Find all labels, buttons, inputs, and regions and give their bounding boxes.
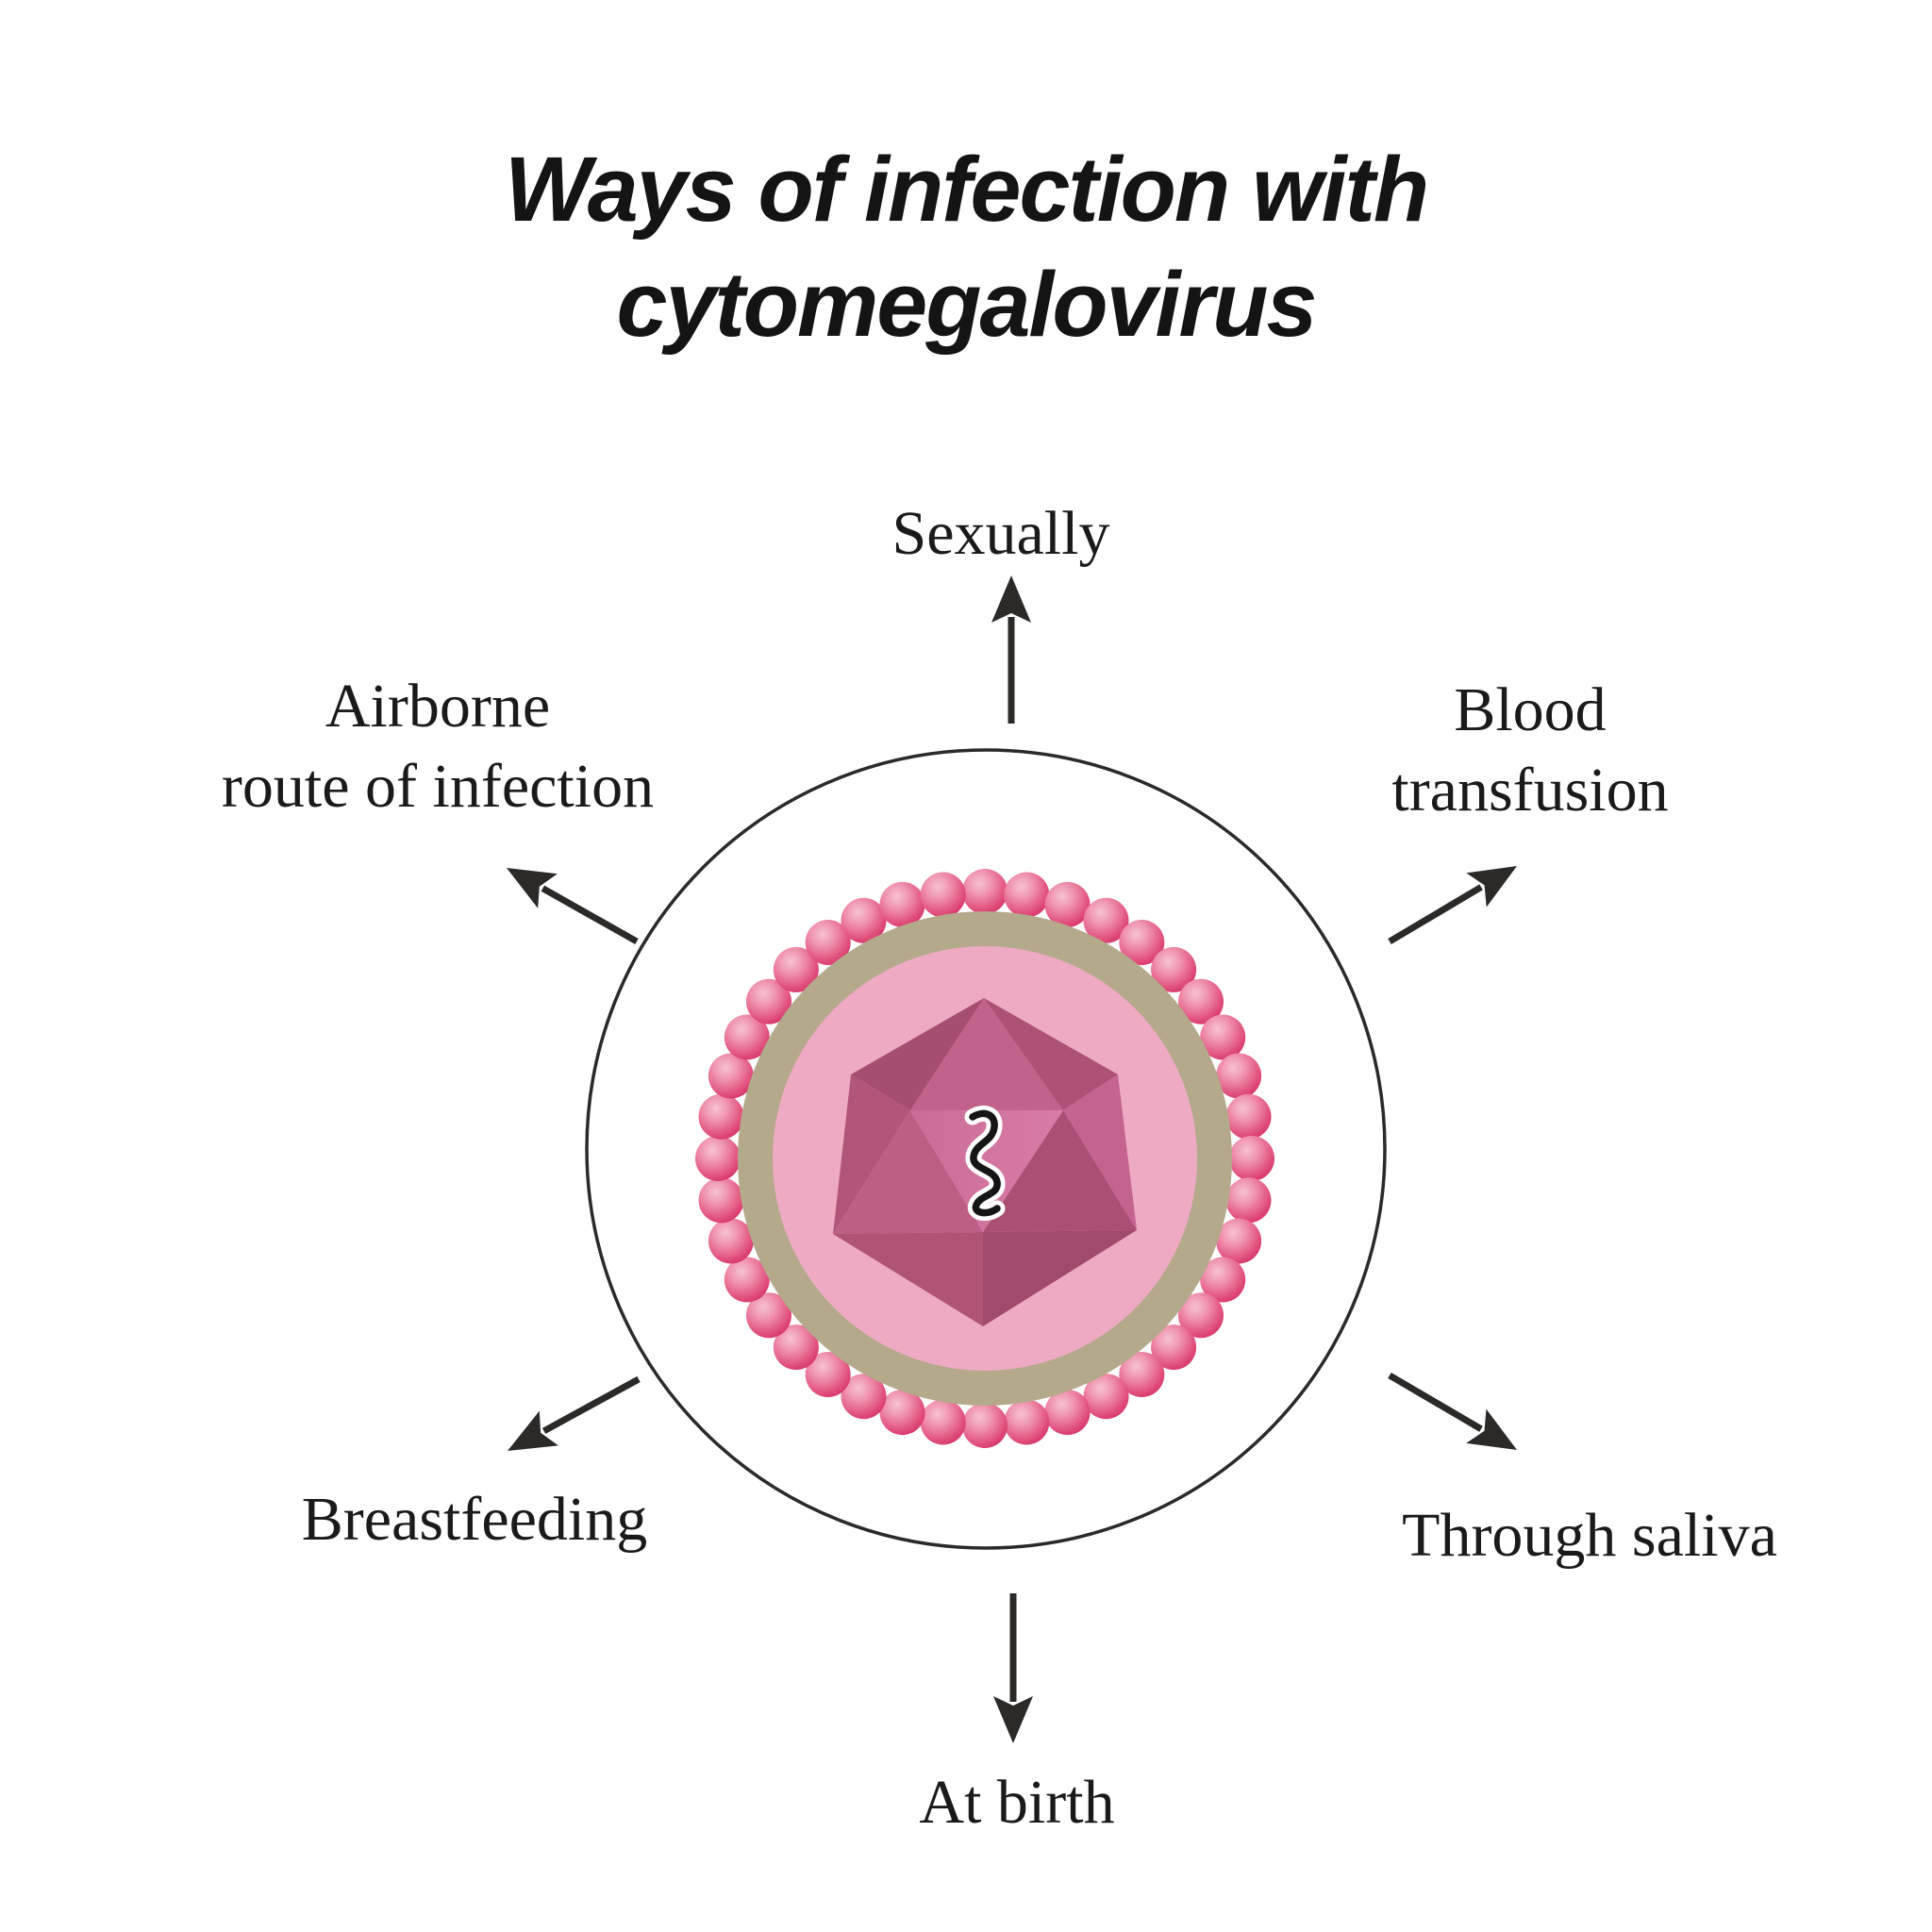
arrow-at-birth	[993, 1593, 1033, 1743]
label-blood-transfusion: Blood transfusion	[1391, 670, 1668, 830]
arrow-airborne-route	[507, 868, 639, 945]
page-title-line-2: cytomegalovirus	[616, 253, 1318, 356]
label-through-saliva-line: Through saliva	[1402, 1501, 1777, 1570]
label-through-saliva: Through saliva	[1402, 1495, 1777, 1575]
arrow-blood-transfusion	[1388, 866, 1517, 945]
label-breastfeeding-line: Breastfeeding	[301, 1485, 648, 1554]
label-blood-transfusion-line: transfusion	[1391, 756, 1669, 824]
label-sexually: Sexually	[892, 493, 1110, 574]
virus-illustration	[695, 869, 1274, 1448]
virus-dna-icon	[964, 1105, 1006, 1222]
label-breastfeeding: Breastfeeding	[302, 1479, 648, 1559]
virus-capsid	[833, 998, 1137, 1326]
label-airborne-route-line: route of infection	[221, 752, 655, 821]
label-sexually-line: Sexually	[891, 499, 1110, 568]
label-at-birth-line: At birth	[919, 1768, 1115, 1837]
virus-envelope-studs	[695, 869, 1274, 1448]
arrow-through-saliva	[1388, 1372, 1517, 1450]
label-airborne-route: Airborne route of infection	[222, 666, 654, 826]
page-title-line-1: Ways of infection with	[504, 138, 1429, 241]
label-blood-transfusion-line: Blood	[1454, 675, 1607, 744]
arrow-breastfeeding	[508, 1375, 641, 1451]
label-at-birth: At birth	[919, 1762, 1114, 1842]
label-airborne-route-line: Airborne	[325, 672, 551, 741]
page-title: Ways of infection with cytomegalovirus	[0, 132, 1932, 362]
arrow-sexually	[991, 575, 1031, 724]
